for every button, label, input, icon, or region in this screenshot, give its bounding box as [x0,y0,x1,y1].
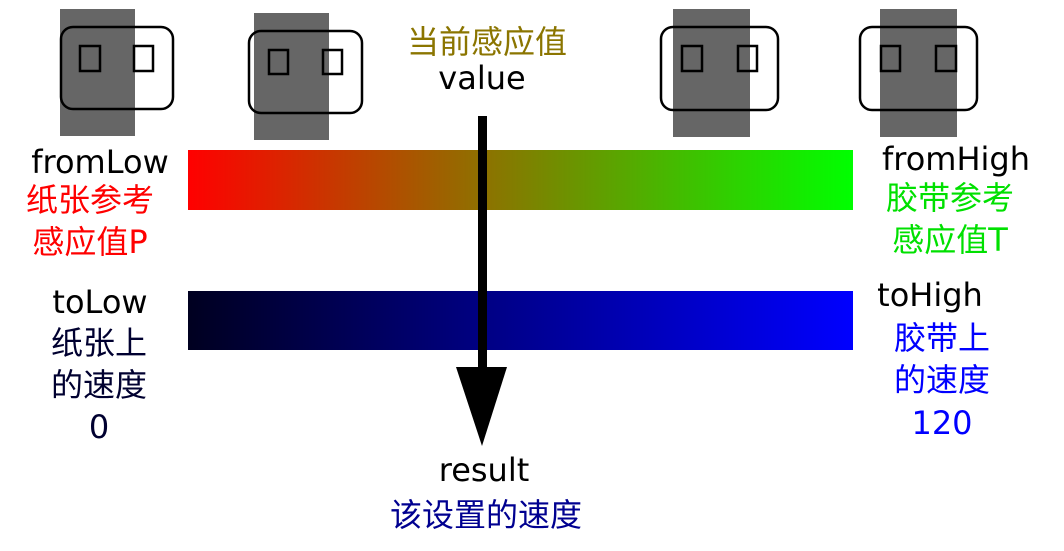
value-label-en: value [438,59,525,97]
to-range-bar [188,291,853,350]
arrow-down-icon [456,116,507,446]
from-high-label: fromHigh [882,140,1030,178]
value-label-cn: 当前感应值 [407,23,567,61]
to-low-label: toLow [52,283,147,321]
to-high-number: 120 [911,404,972,442]
from-low-cn-line1: 纸张参考 [26,181,154,219]
from-low-label: fromLow [31,143,168,181]
to-high-label: toHigh [877,276,983,314]
sensor-icon [247,13,364,140]
to-low-number: 0 [89,408,109,446]
to-low-cn-line1: 纸张上 [51,324,147,362]
to-high-cn-line1: 胶带上 [894,319,990,357]
from-high-cn-line1: 胶带参考 [886,179,1014,217]
from-high-cn-line2: 感应值T [892,221,1008,259]
result-label-cn: 该设置的速度 [390,496,582,534]
from-range-bar [188,150,853,210]
sensor-icon [659,9,780,137]
sensor-icon [858,9,979,137]
result-label-en: result [439,451,530,489]
from-low-cn-line2: 感应值P [32,223,147,261]
to-high-cn-line2: 的速度 [894,361,990,399]
sensor-icon [59,9,175,136]
to-low-cn-line2: 的速度 [51,366,147,404]
